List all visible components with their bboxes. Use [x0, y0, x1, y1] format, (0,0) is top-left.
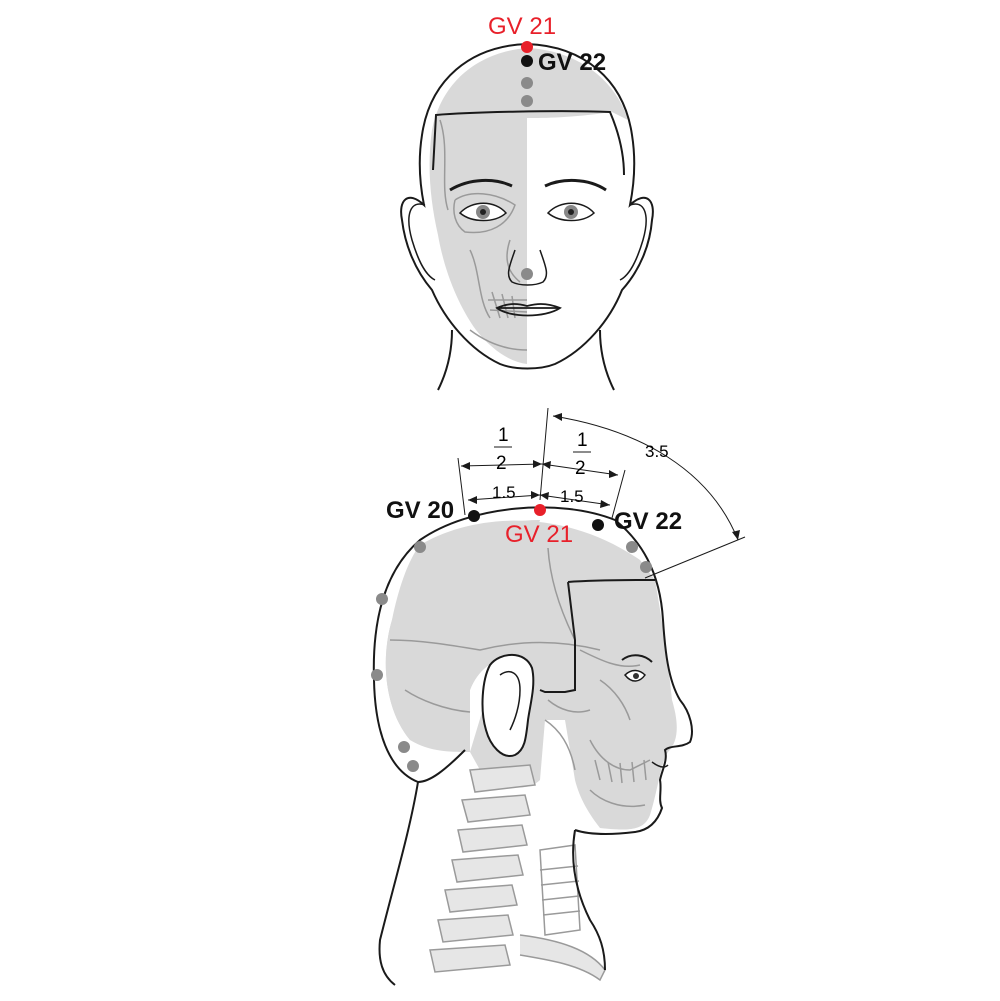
front-point-gv22 — [521, 55, 533, 67]
front-left-ear — [408, 203, 436, 281]
side-minor-point — [398, 741, 410, 753]
front-right-ear — [619, 203, 647, 281]
front-mouth — [495, 303, 562, 317]
side-head-outline — [372, 506, 616, 784]
side-point-gv22 — [592, 519, 604, 531]
front-view: GV 21 GV 22 — [400, 13, 654, 391]
right-fraction-numerator: 1 — [577, 430, 588, 451]
side-label-gv20: GV 20 — [386, 497, 454, 524]
side-point-gv20 — [468, 510, 480, 522]
front-minor-point — [521, 95, 533, 107]
side-hairline — [539, 579, 656, 693]
front-right-eye — [546, 202, 596, 222]
right-fraction-denominator: 2 — [575, 458, 586, 479]
front-left-eye — [458, 202, 508, 222]
left-fraction-numerator: 1 — [498, 425, 509, 446]
side-minor-point — [371, 669, 383, 681]
side-ear — [481, 653, 535, 757]
side-face-outline — [574, 519, 693, 836]
side-trachea — [539, 844, 581, 936]
front-skull-lines — [439, 119, 528, 351]
front-right-eyebrow — [544, 178, 607, 192]
side-minor-point — [626, 541, 638, 553]
side-minor-point — [414, 541, 426, 553]
right-distance-label: 1.5 — [560, 487, 584, 506]
front-label-gv21: GV 21 — [488, 13, 556, 40]
left-fraction-denominator: 2 — [496, 453, 507, 474]
side-bone-lines — [389, 547, 651, 807]
front-point-gv21 — [521, 41, 533, 53]
front-hair-shade — [527, 48, 628, 120]
side-left-fraction: 1 2 — [494, 425, 512, 474]
side-label-gv22: GV 22 — [614, 508, 682, 535]
side-cranium-shade — [385, 520, 655, 752]
front-label-gv22: GV 22 — [538, 49, 606, 76]
arc-distance-label: 3.5 — [645, 442, 669, 461]
side-lips — [651, 761, 669, 768]
side-view: 1 2 1 2 1.5 1.5 3.5 GV 20 GV 21 GV 22 — [371, 407, 746, 986]
side-dimension-lines — [457, 407, 746, 579]
front-head-outline — [400, 42, 654, 370]
side-minor-point — [640, 561, 652, 573]
side-right-fraction: 1 2 — [573, 430, 591, 479]
front-nose — [507, 249, 548, 286]
side-neck-outline — [378, 781, 606, 986]
left-distance-label: 1.5 — [492, 483, 516, 502]
front-hairline — [432, 110, 625, 176]
side-minor-point — [407, 760, 419, 772]
side-point-gv21 — [534, 504, 546, 516]
side-arrowheads — [461, 413, 740, 540]
side-eye — [621, 654, 653, 682]
front-minor-point-nose — [521, 268, 533, 280]
front-neck — [437, 329, 615, 391]
side-cervical-spine — [429, 764, 606, 982]
side-label-gv21: GV 21 — [505, 521, 573, 548]
front-left-eyebrow — [449, 178, 513, 192]
front-minor-point — [521, 77, 533, 89]
side-minor-point — [376, 593, 388, 605]
